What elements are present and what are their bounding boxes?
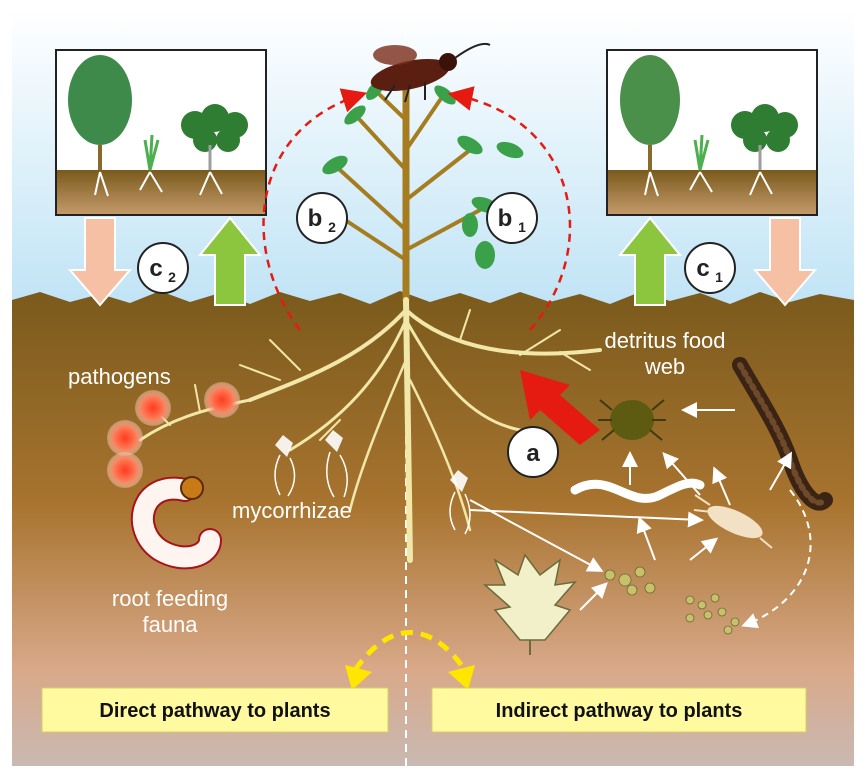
label-root-feeding-fauna-2: fauna	[142, 612, 198, 637]
pathway-link-arrow	[352, 630, 468, 672]
direct-pathway-box: Direct pathway to plants	[41, 687, 389, 733]
svg-text:c: c	[149, 255, 162, 282]
down-arrow-c2	[67, 217, 133, 307]
mycorrhizae-hyphae	[274, 451, 471, 535]
svg-text:1: 1	[518, 219, 526, 235]
down-arrow-c1	[752, 217, 818, 307]
pathway-b2-arrow	[262, 88, 368, 331]
svg-text:a: a	[526, 440, 540, 467]
mycorrhizae-icon	[275, 430, 468, 492]
label-root-feeding-fauna: root feeding	[112, 586, 228, 611]
pathway-b1-arrow	[447, 86, 572, 331]
shrub-icon	[731, 104, 798, 152]
label-pathogens: pathogens	[68, 364, 171, 389]
label-detritus-food-web: detritus food	[604, 328, 725, 353]
pathogen-icon	[107, 382, 240, 488]
pathway-link-head-right	[448, 665, 475, 690]
plant-shoot	[328, 76, 482, 304]
label-mycorrhizae: mycorrhizae	[232, 498, 352, 523]
springtail-icon	[693, 494, 773, 549]
indirect-pathway-box: Indirect pathway to plants	[431, 687, 807, 733]
mite-icon	[598, 399, 666, 441]
indirect-pathway-label: Indirect pathway to plants	[496, 700, 743, 722]
tree-icon	[68, 55, 132, 145]
label-detritus-food-web-2: web	[644, 354, 685, 379]
grub-icon	[130, 476, 222, 570]
svg-text:2: 2	[328, 219, 336, 235]
food-web-arrows	[469, 402, 792, 611]
direct-pathway-label: Direct pathway to plants	[99, 700, 330, 722]
wasp-icon	[370, 42, 491, 103]
up-arrow-c2	[197, 216, 263, 306]
tree-icon	[620, 55, 680, 145]
left-inset-panel	[55, 49, 267, 216]
marker-c2: c 2	[137, 242, 189, 294]
up-arrow-c1	[617, 216, 683, 306]
organic-particles	[604, 566, 740, 635]
marker-b2: b 2	[296, 192, 348, 244]
pathway-link-head-left	[345, 665, 372, 690]
right-inset-panel	[606, 49, 818, 216]
svg-text:1: 1	[715, 269, 723, 285]
marker-a: a	[507, 426, 559, 478]
pathway-a-arrow	[520, 370, 600, 445]
plant-roots	[138, 297, 602, 563]
marker-c1: c 1	[684, 242, 736, 294]
marker-b1: b 1	[486, 192, 538, 244]
svg-text:c: c	[696, 255, 709, 282]
svg-text:b: b	[308, 205, 323, 232]
decomposition-arrow	[741, 489, 812, 629]
svg-text:b: b	[498, 205, 513, 232]
maple-leaf-icon	[483, 553, 577, 655]
svg-text:2: 2	[168, 269, 176, 285]
